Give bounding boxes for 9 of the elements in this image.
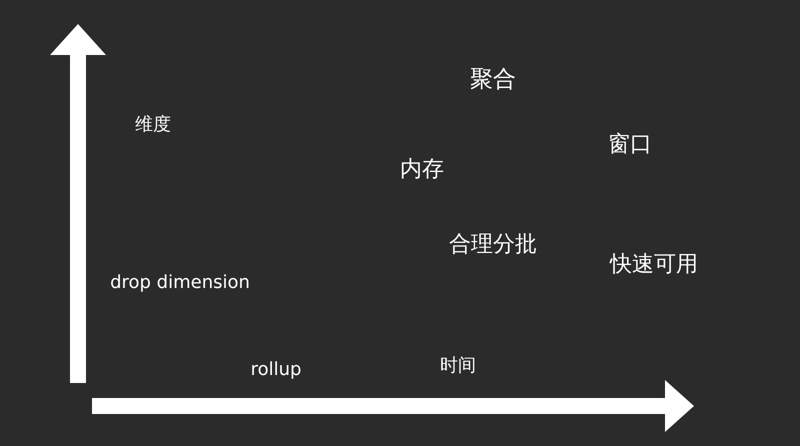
axis-label: 快速可用	[610, 252, 698, 278]
axis-label: 内存	[400, 158, 444, 182]
axis-label: 窗口	[608, 132, 652, 158]
axis-label: 时间	[440, 356, 476, 376]
axis-label: 合理分批	[449, 232, 537, 258]
axis-label: drop dimension	[110, 273, 250, 293]
axis-label: 聚合	[470, 67, 516, 93]
axis-label: rollup	[250, 360, 302, 380]
axis-label: 维度	[135, 115, 171, 135]
